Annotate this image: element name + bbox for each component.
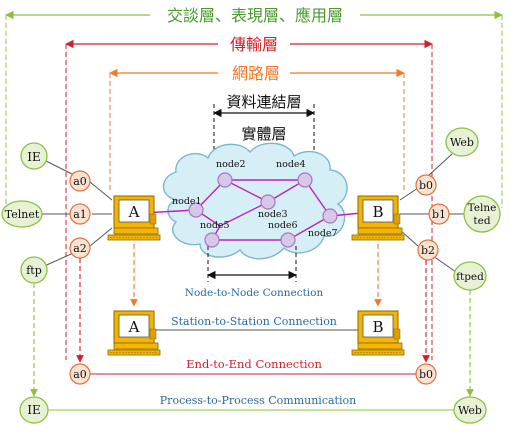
app-telnetd-right: Telne ted [463,195,501,233]
app-web-right-label: Web [450,136,474,149]
bottom-app-web: Web [453,396,487,424]
port-b1-label: b1 [432,208,446,221]
app-telnetd-right-line2: ted [473,215,490,227]
bottom-port-b0: b0 [415,363,437,385]
port-a0: a0 [69,170,91,192]
host-a-lower-computer: A [107,310,161,356]
end-to-end-row: End-to-End Connection a0 b0 [69,357,437,385]
port-b0: b0 [415,174,437,196]
bottom-port-a0: a0 [69,363,91,385]
cloud-nodes [188,172,338,248]
bottom-app-web-label: Web [458,404,482,417]
port-a1: a1 [69,203,91,225]
host-b-label: B [372,203,383,221]
port-b2: b2 [417,239,439,261]
node1-label: node1 [172,196,202,207]
host-a-label: A [128,203,140,221]
node3 [260,194,276,210]
node-to-node-span: Node-to-Node Connection [185,246,324,299]
node7 [322,208,338,224]
app-telnet-left-label: Telnet [5,208,40,221]
node2-label: node2 [216,159,246,170]
layer-datalink: 資料連結層 [213,93,315,160]
process-to-process-row: Process-to-Process Communication IE Web [19,394,487,424]
app-telnet-left: Telnet [1,200,43,228]
down-arrows [30,244,474,397]
node6 [280,232,296,248]
app-ftp-left-label: ftp [26,264,42,277]
bottom-app-ie-label: IE [27,403,41,417]
node4-label: node4 [276,159,306,170]
host-b-computer: B [351,195,405,241]
layer-label-physical: 實體層 [241,125,286,143]
app-ie-left: IE [20,142,48,170]
port-a0-label: a0 [73,175,87,188]
port-b2-label: b2 [421,244,435,257]
layer-transport: 傳輸層 [65,35,433,360]
node6-label: node6 [268,220,298,231]
bottom-port-b0-label: b0 [419,368,433,381]
app-web-right: Web [445,127,479,157]
host-a-computer: A [107,195,161,241]
layer-session-presentation-application: 交談層、表現層、應用層 [5,6,503,208]
label-process-to-process: Process-to-Process Communication [160,394,356,407]
host-a-lower-label: A [128,318,140,336]
label-end-to-end: End-to-End Connection [186,357,322,371]
node-labels: node1 node2 node3 node4 node5 node6 node… [172,159,338,239]
node5 [204,232,220,248]
port-b0-label: b0 [419,179,433,192]
label-node-to-node: Node-to-Node Connection [185,287,324,299]
node2 [217,172,233,188]
layer-label-network: 網路層 [232,64,280,83]
label-station-to-station: Station-to-Station Connection [171,315,337,328]
node5-label: node5 [200,220,230,231]
port-a2: a2 [69,237,91,259]
app-ftpd-right: ftped [453,261,487,291]
app-telnetd-right-line1: Telne [468,202,497,214]
bottom-port-a0-label: a0 [73,368,87,381]
node4 [297,172,313,188]
port-a2-label: a2 [73,242,87,255]
bottom-app-ie: IE [19,396,49,424]
station-to-station-row: Station-to-Station Connection [154,315,358,331]
host-b-lower-label: B [372,318,383,336]
port-b1: b1 [428,203,450,225]
node3-label: node3 [258,209,288,220]
port-a1-label: a1 [73,208,87,221]
layer-label-datalink: 資料連結層 [226,93,301,111]
host-b-lower-computer: B [351,310,405,356]
node7-label: node7 [308,228,338,239]
app-ie-left-label: IE [27,150,41,164]
app-ftpd-right-label: ftped [456,271,484,283]
layer-label-transport: 傳輸層 [230,35,278,54]
network-cloud [162,142,348,260]
node1 [188,202,204,218]
layer-network: 網路層 [109,64,405,190]
app-ftp-left: ftp [20,256,48,284]
layer-label-session-presentation-application: 交談層、表現層、應用層 [167,6,343,25]
